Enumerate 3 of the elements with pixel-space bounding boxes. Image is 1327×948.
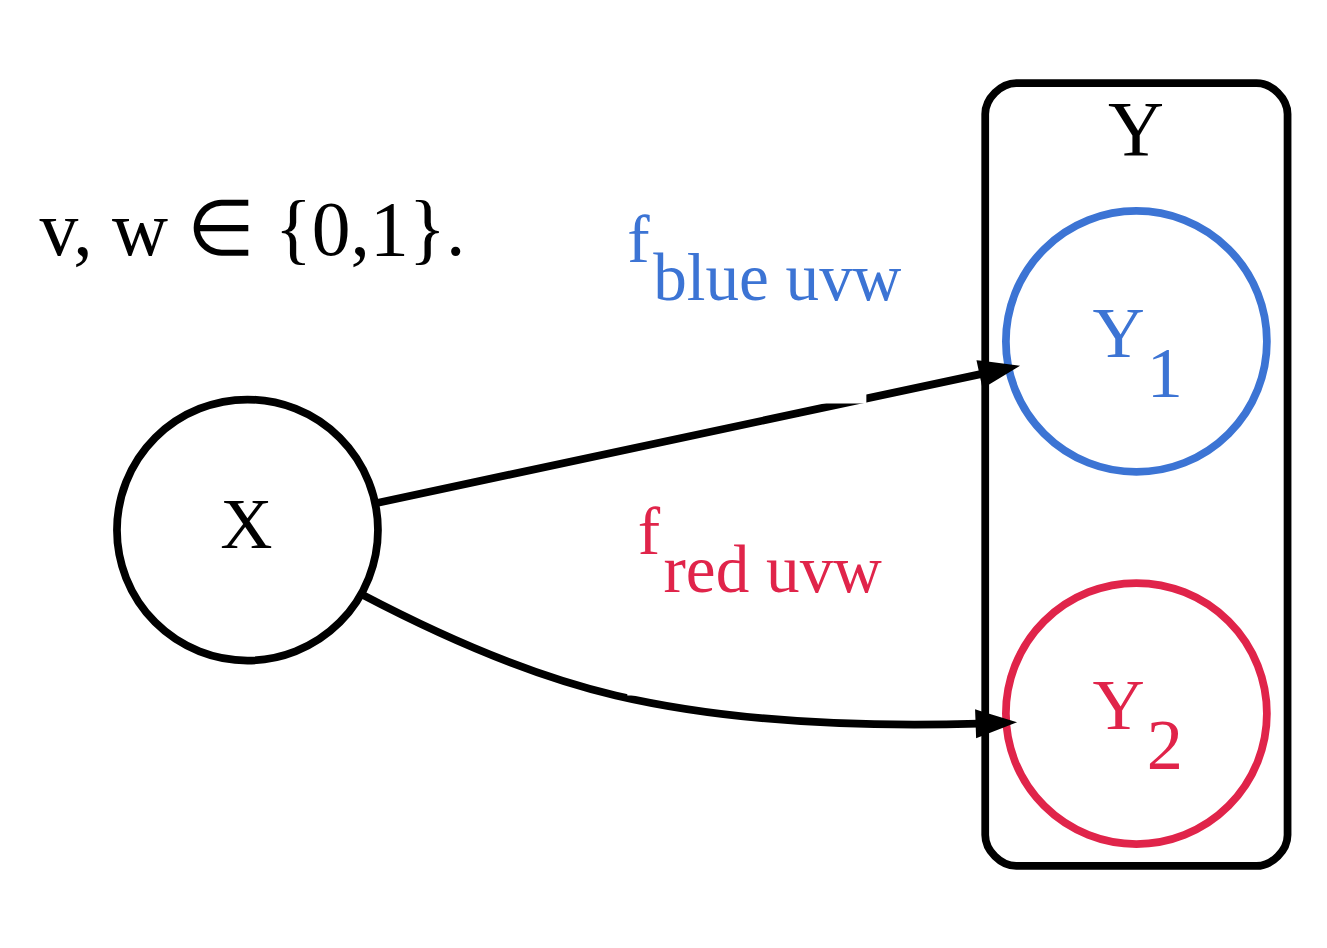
node-circle: X — [113, 395, 382, 664]
arrow — [359, 590, 1017, 738]
label: v, w ∈ {0,1}. — [39, 185, 466, 272]
